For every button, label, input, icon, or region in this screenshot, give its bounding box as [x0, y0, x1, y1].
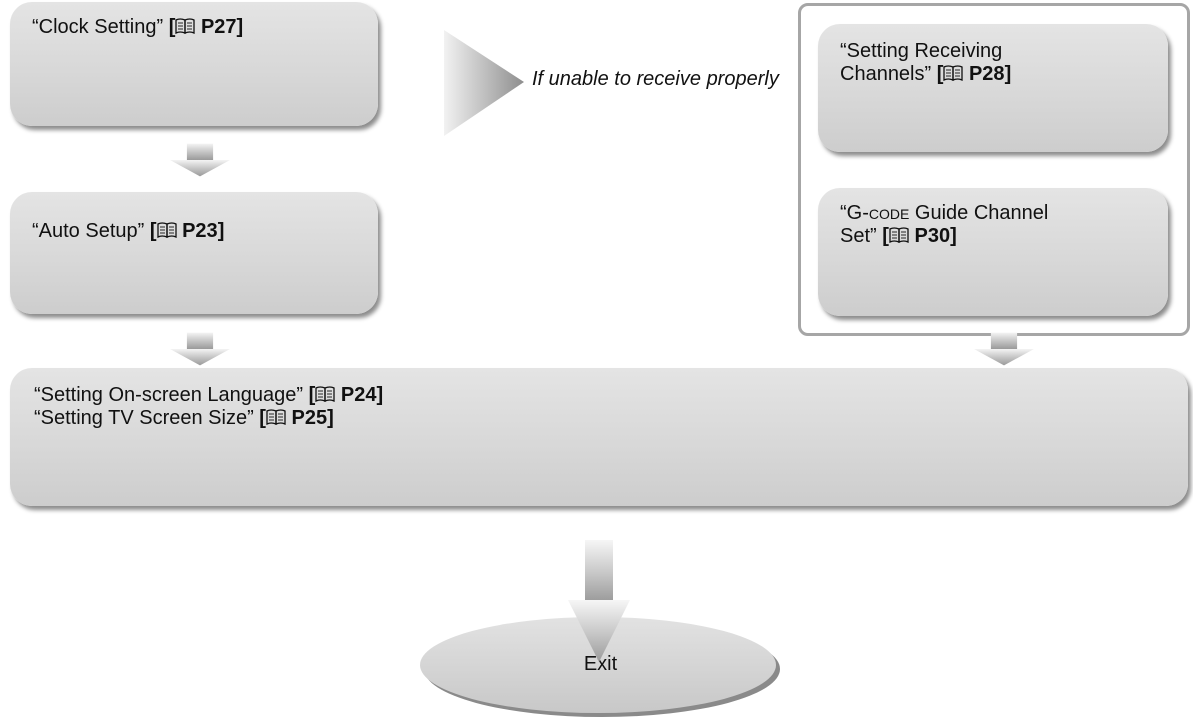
screen-size-reference[interactable]: [ P25] — [259, 407, 334, 429]
exit-node: Exit — [418, 617, 783, 722]
exit-label: Exit — [583, 653, 618, 675]
screen-size-title: “Setting TV Screen Size” — [34, 407, 254, 429]
gcode-guide-page: P30 — [914, 225, 951, 247]
right-triangle-arrow-icon — [444, 30, 524, 136]
book-icon — [943, 65, 963, 82]
auto-setup-reference[interactable]: [ P23] — [149, 220, 225, 242]
language-reference[interactable]: [ P24] — [308, 384, 384, 406]
language-page: P24 — [340, 384, 377, 406]
receiving-channels-page: P28 — [968, 63, 1005, 85]
auto-setup-title: “Auto Setup” — [32, 220, 145, 242]
gcode-guide-reference[interactable]: [ P30] — [882, 225, 957, 247]
clock-setting-page: P27 — [200, 16, 237, 38]
receiving-channels-title-line2: Channels” — [840, 63, 932, 85]
clock-setting-title: “Clock Setting” — [32, 16, 164, 38]
book-icon — [315, 386, 335, 403]
receiving-channels-reference[interactable]: [ P28] — [936, 63, 1012, 85]
book-icon — [175, 18, 195, 35]
book-icon — [889, 227, 909, 244]
auto-setup-box: “Auto Setup” [ P23] — [10, 192, 378, 314]
language-screen-size-box: “Setting On-screen Language” [ P24] “Set… — [10, 368, 1188, 506]
clock-setting-box: “Clock Setting” [ P27] — [10, 2, 378, 126]
receiving-channels-title-line1: “Setting Receiving — [840, 40, 1003, 62]
exit-ellipse — [420, 617, 780, 717]
book-icon — [157, 222, 177, 239]
down-arrow-icon — [170, 143, 230, 177]
gcode-guide-box: “G-code Guide Channel Set” [ P30] — [818, 188, 1168, 316]
clock-setting-reference[interactable]: [ P27] — [168, 16, 244, 38]
gcode-guide-title-line1: “G-code Guide Channel — [840, 202, 1049, 224]
screen-size-page: P25 — [291, 407, 328, 429]
language-title: “Setting On-screen Language” — [34, 384, 304, 406]
gcode-guide-title-line2: Set” — [840, 225, 877, 247]
auto-setup-page: P23 — [182, 220, 218, 242]
condition-note: If unable to receive properly — [532, 68, 779, 90]
receiving-channels-box: “Setting Receiving Channels” [ P28] — [818, 24, 1168, 152]
down-arrow-icon — [568, 540, 630, 662]
book-icon — [266, 409, 286, 426]
